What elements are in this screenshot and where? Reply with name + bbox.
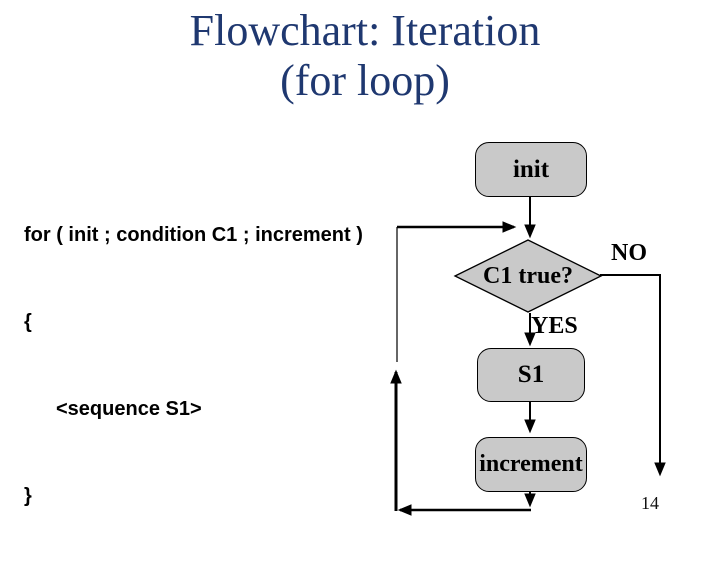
code-line-for: for ( init ; condition C1 ; increment ) xyxy=(24,224,363,246)
flowchart-node-increment: increment xyxy=(475,437,587,492)
code-line-open-brace: { xyxy=(24,311,32,333)
slide: Flowchart: Iteration (for loop) for ( in… xyxy=(0,6,720,516)
slide-title-line1: Flowchart: Iteration xyxy=(189,6,541,55)
page-number: 14 xyxy=(641,493,659,513)
code-block: for ( init ; condition C1 ; increment ) … xyxy=(24,163,363,569)
node-increment-label: increment xyxy=(479,451,583,477)
condition-label-text: C1 true? xyxy=(483,263,573,289)
flowchart-node-condition-label: C1 true? xyxy=(455,263,601,290)
node-s1-label: S1 xyxy=(517,361,545,388)
slide-title-line2: (for loop) xyxy=(280,56,450,105)
flowchart-connectors xyxy=(390,197,666,516)
node-init-label: init xyxy=(512,155,550,183)
flowchart-node-s1: S1 xyxy=(477,348,585,402)
code-line-sequence: <sequence S1> xyxy=(56,398,202,420)
code-line-close-brace: } xyxy=(24,485,32,507)
edge-label-yes: YES xyxy=(531,313,578,339)
edge-label-no: NO xyxy=(611,240,647,266)
slide-title: Flowchart: Iteration (for loop) xyxy=(0,6,720,106)
flowchart-node-init: init xyxy=(475,142,587,197)
edge-condition-no-exit xyxy=(600,274,666,477)
